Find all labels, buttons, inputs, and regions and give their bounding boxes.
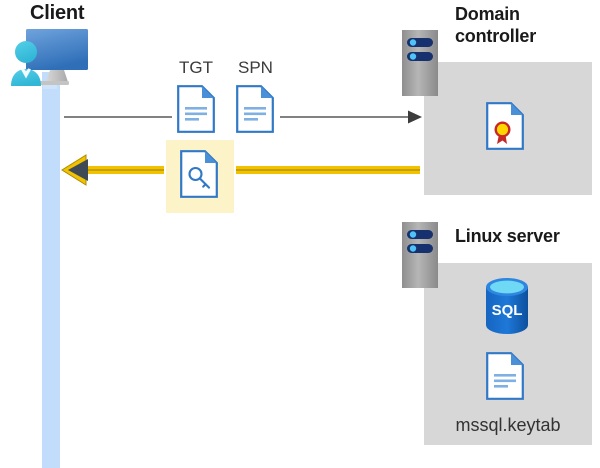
domain-controller-server-icon	[402, 30, 438, 96]
sql-database-icon: SQL	[484, 278, 530, 334]
client-lifeline	[42, 72, 60, 468]
certificate-document-icon	[486, 102, 524, 150]
keytab-document-icon	[486, 352, 524, 400]
tgt-label: TGT	[179, 58, 213, 77]
keytab-filename-label: mssql.keytab	[455, 415, 561, 435]
spn-document-icon	[236, 85, 274, 133]
service-ticket-key-document-icon	[180, 150, 218, 198]
client-title: Client	[30, 2, 85, 24]
linux-server-icon	[402, 222, 438, 288]
spn-label: SPN	[238, 58, 273, 77]
linux-server-title: Linux server	[455, 226, 560, 246]
tgt-document-icon	[177, 85, 215, 133]
domain-controller-title: Domain controller	[455, 4, 537, 46]
svg-text:SQL: SQL	[492, 302, 523, 319]
client-monitor-user-icon	[6, 26, 98, 92]
